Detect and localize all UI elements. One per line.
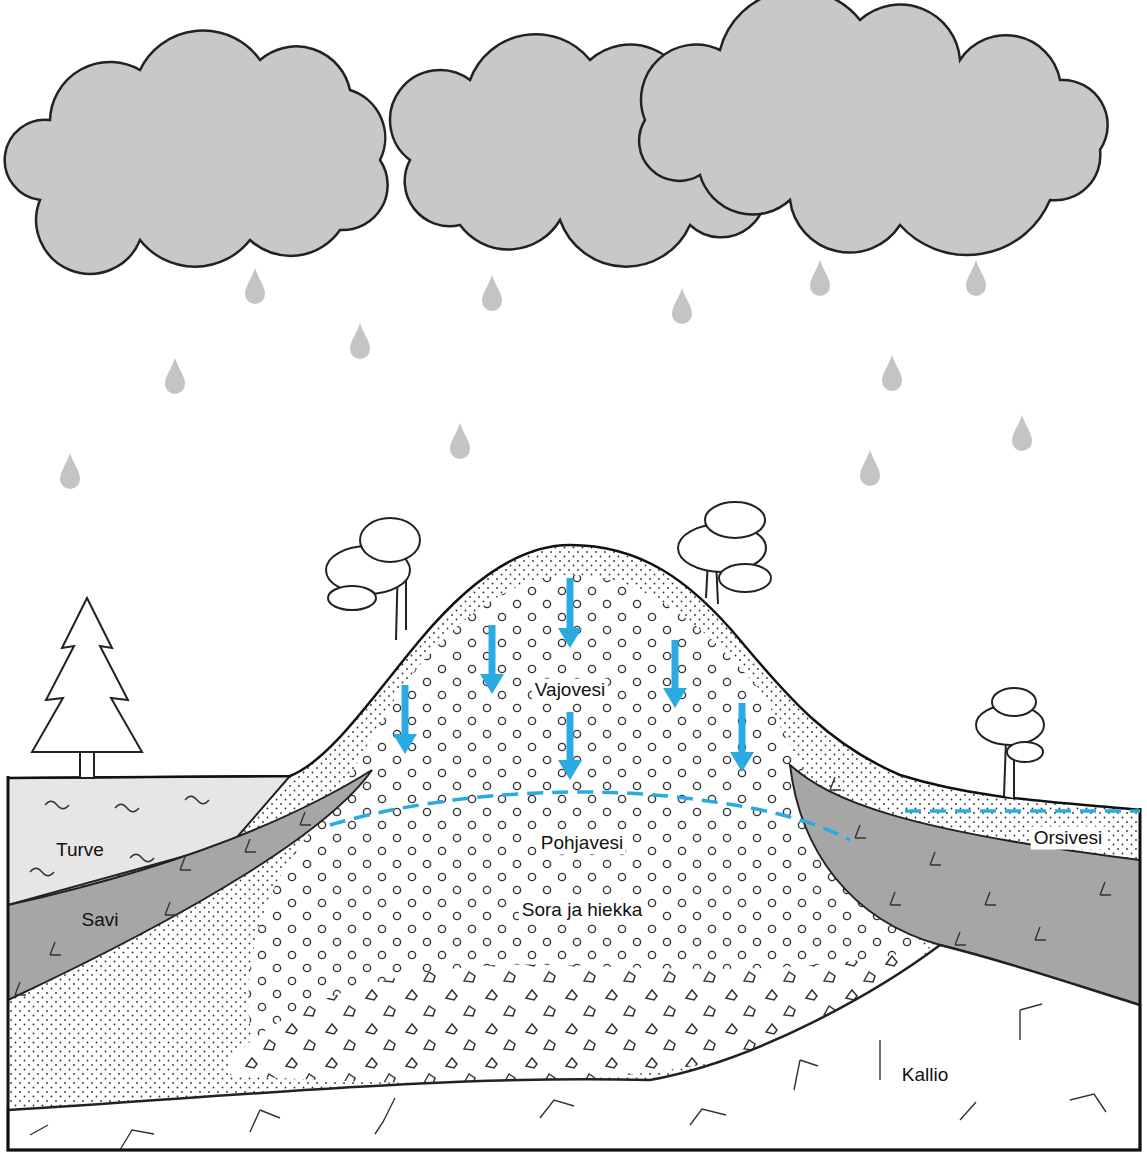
tree-crown (32, 598, 142, 752)
frame (8, 776, 1140, 1150)
raindrop (882, 355, 902, 391)
peat-marks (30, 796, 209, 876)
cloud (639, 0, 1108, 255)
clay-mark (300, 812, 311, 825)
rock-crack (794, 1060, 818, 1090)
peat-mark (185, 796, 209, 804)
clay-mark (1100, 882, 1111, 895)
clay-mark (180, 857, 191, 870)
rock-crack (250, 1110, 280, 1132)
raindrop (450, 423, 470, 459)
raindrop (810, 260, 830, 296)
rock-crack (1070, 1094, 1106, 1112)
arrow-shaft (489, 625, 496, 678)
peat-mark (45, 801, 69, 809)
clay-mark (955, 932, 966, 945)
region-label: Vajovesi (532, 679, 608, 702)
arrow-head (393, 734, 417, 754)
clay-layer (8, 770, 372, 1000)
arrow-head (730, 752, 754, 772)
arrow-head (663, 688, 687, 708)
clay-mark (15, 982, 26, 995)
arrow-head (480, 674, 504, 694)
rock-crack (1020, 1004, 1042, 1040)
bedrock-cracks (30, 1004, 1106, 1150)
raindrop (966, 260, 986, 296)
deciduous-tree (678, 502, 771, 604)
arrow-shaft (739, 703, 746, 756)
sand-ground (8, 545, 1140, 1150)
cloud (5, 31, 388, 274)
clay-mark (930, 852, 941, 865)
raindrop (60, 453, 80, 489)
peat-mark (130, 854, 154, 862)
rock-crack (690, 1109, 726, 1125)
rock-crack (879, 1040, 880, 1080)
infiltration-arrows (393, 578, 754, 780)
clay-mark (245, 839, 256, 852)
arrow-head (558, 628, 582, 648)
arrow-shaft (567, 578, 574, 632)
region-label: Savi (79, 909, 122, 932)
arrow-shaft (672, 640, 679, 692)
tree-crown (992, 688, 1036, 716)
clay-mark (830, 777, 841, 790)
ground-surface (8, 545, 1140, 810)
clay-mark (1035, 927, 1046, 940)
perched-water-table (905, 809, 1140, 813)
clay-mark (985, 892, 996, 905)
rock-crack (120, 1130, 154, 1150)
arrow-shaft (567, 712, 574, 764)
raindrop (165, 358, 185, 394)
deciduous-tree (976, 688, 1044, 798)
region-label: Sora ja hiekka (519, 899, 645, 922)
bedrock (8, 945, 1140, 1150)
tree-crown (719, 564, 771, 592)
deciduous-tree (326, 518, 420, 640)
raindrop (1012, 415, 1032, 451)
spruce-tree (32, 598, 142, 778)
region-label: Kallio (899, 1064, 951, 1087)
peat-mark (115, 804, 139, 812)
raindrop (482, 275, 502, 311)
clouds (5, 0, 1108, 274)
clay-mark (890, 892, 901, 905)
arrow-head (558, 760, 582, 780)
region-label: Pohjavesi (538, 832, 626, 855)
clay-mark (50, 942, 61, 955)
rock-crack (960, 1102, 976, 1120)
rock-crack (540, 1100, 574, 1118)
rock-crack (30, 1125, 48, 1135)
clay-mark (165, 902, 176, 915)
region-label: Orsivesi (1031, 827, 1106, 850)
raindrop (350, 323, 370, 359)
rock-crack (375, 1098, 395, 1134)
tree-crown (360, 518, 420, 562)
tree-crown (705, 502, 765, 538)
tree-crown (1007, 742, 1043, 762)
tree-crown (328, 586, 376, 610)
raindrop (245, 268, 265, 304)
region-label: Turve (53, 839, 107, 862)
peat-mark (30, 868, 54, 876)
arrow-shaft (402, 685, 409, 738)
clay-mark (855, 825, 866, 838)
raindrops (60, 260, 1032, 489)
raindrop (860, 450, 880, 486)
raindrop (672, 288, 692, 324)
